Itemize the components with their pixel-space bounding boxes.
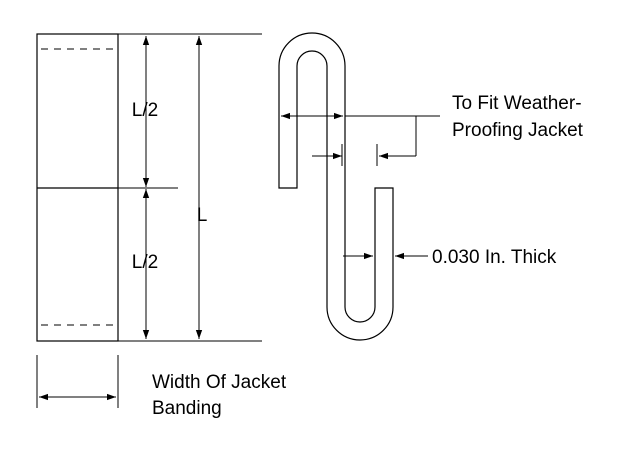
label-half-bottom: L/2 bbox=[132, 252, 158, 273]
s-hook-profile bbox=[278, 32, 394, 341]
label-width-line1: Width Of Jacket bbox=[152, 372, 287, 393]
label-fit-line2: Proofing Jacket bbox=[452, 120, 584, 141]
label-width-line2: Banding bbox=[152, 398, 222, 419]
extension-lines bbox=[36, 33, 262, 408]
gap-dimension bbox=[312, 116, 417, 166]
label-length: L bbox=[197, 205, 208, 226]
label-thickness: 0.030 In. Thick bbox=[432, 247, 557, 268]
banding-strip-view bbox=[36, 33, 119, 342]
label-fit-line1: To Fit Weather- bbox=[452, 93, 582, 114]
label-half-top: L/2 bbox=[132, 100, 158, 121]
